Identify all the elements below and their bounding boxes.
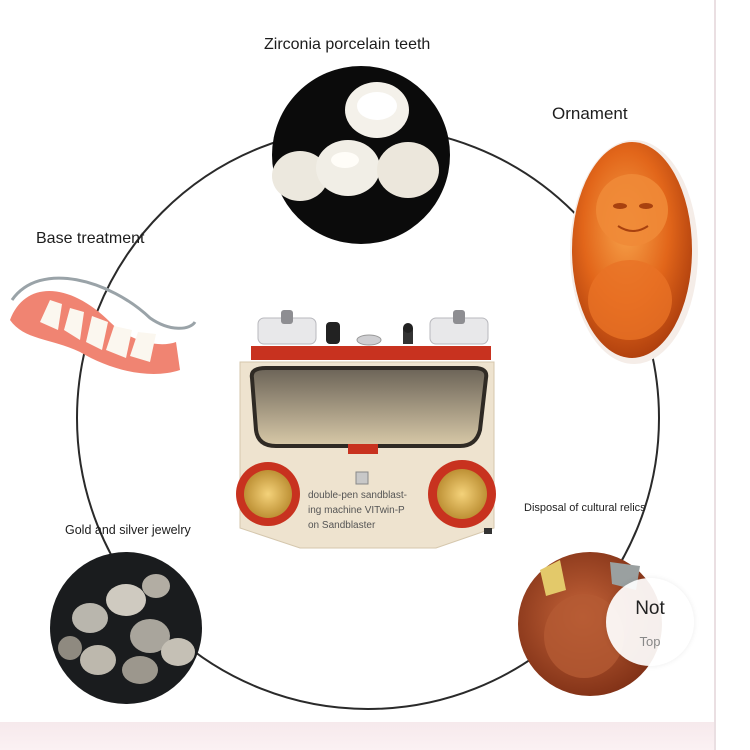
sandblaster-machine-image [236, 310, 496, 549]
bottom-band [0, 722, 714, 750]
label-gold-silver-jewelry: Gold and silver jewelry [65, 523, 191, 537]
illustration [10, 66, 698, 710]
zirconia-teeth-image [272, 66, 450, 244]
label-base-treatment: Base treatment [36, 230, 145, 247]
label-zirconia-porcelain-teeth: Zirconia porcelain teeth [264, 36, 431, 53]
page-right-border [714, 0, 716, 750]
amber-ornament-image [570, 140, 698, 364]
label-ornament: Ornament [552, 104, 628, 123]
silver-coins-image [50, 552, 202, 704]
not-top-badge[interactable]: Not Top [606, 578, 694, 666]
badge-line-1: Not [635, 598, 665, 619]
label-disposal-cultural-relics: Disposal of cultural relics [524, 502, 646, 514]
denture-image [10, 276, 197, 374]
machine-caption: double-pen sandblast-ing machine VITwin-… [308, 490, 407, 531]
badge-line-2: Top [639, 634, 661, 649]
